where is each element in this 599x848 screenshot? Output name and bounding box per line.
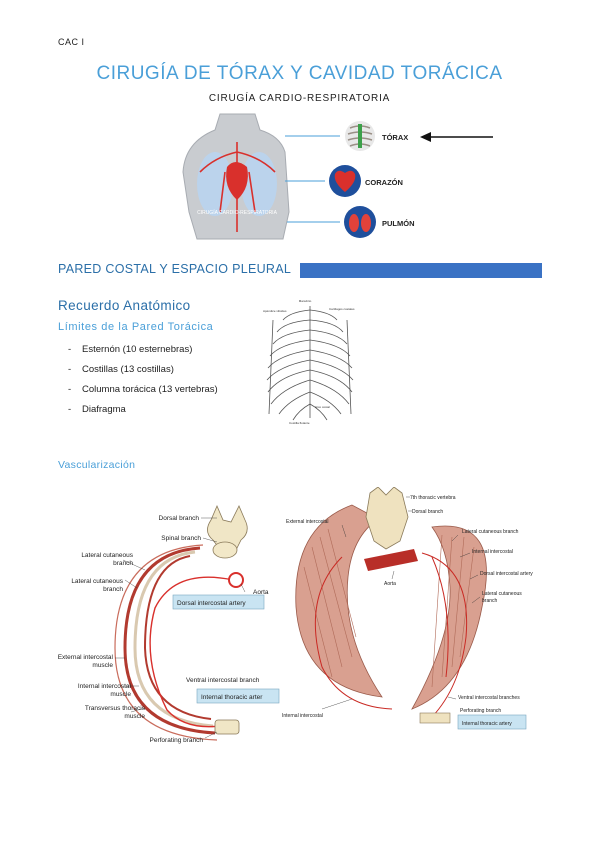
- label-internal-ic-a: Internal intercostal: [78, 683, 132, 690]
- header-code: CAC I: [58, 37, 85, 47]
- label-internal-thoracic-left: Internal thoracic arter: [201, 694, 263, 701]
- ribcage-label-floating-rib: Costilla flotante: [289, 421, 310, 425]
- heart-icon: [329, 165, 361, 197]
- label-spinal-branch: Spinal branch: [161, 535, 201, 542]
- label-aorta-right: Aorta: [384, 581, 396, 587]
- rib-cage-icon: [345, 121, 375, 151]
- limites-subheading: Límites de la Pared Torácica: [58, 321, 214, 333]
- label-dorsal-branch: Dorsal branch: [159, 515, 200, 522]
- label-ventral-branches: Ventral intercostal branches: [458, 695, 520, 701]
- organ-label-torax: TÓRAX: [382, 133, 408, 142]
- label-lateral-cutaneous-right-2a: Lateral cutaneous: [482, 591, 522, 597]
- label-external-ic-right: External intercostal: [286, 519, 329, 525]
- label-perforating-left: Perforating branch: [150, 737, 204, 744]
- section-title: PARED COSTAL Y ESPACIO PLEURAL: [58, 262, 292, 276]
- recuerdo-heading: Recuerdo Anatómico: [58, 298, 191, 313]
- label-ventral-ic-branch: Ventral intercostal branch: [186, 677, 260, 684]
- torso-illustration: CIRUGÍA CARDIO-RESPIRATORIA: [182, 113, 290, 240]
- label-internal-thoracic-right: Internal thoracic artery: [462, 721, 512, 727]
- internal-thoracic-box: [196, 688, 280, 704]
- vascularization-diagram-right: 7th thoracic vertebra Dorsal branch Exte…: [282, 487, 533, 730]
- label-lateral-cutaneous-right: Lateral cutaneous branch: [462, 529, 519, 535]
- hero-illustration: CIRUGÍA CARDIO-RESPIRATORIA TÓRAX CORAZÓ…: [182, 113, 493, 240]
- label-perforating-right: Perforating branch: [460, 708, 501, 714]
- organ-label-pulmon: PULMÓN: [382, 219, 415, 228]
- label-dorsal-branch-right: Dorsal branch: [412, 509, 443, 515]
- label-lateral-cutaneous-right-2b: branch: [482, 598, 498, 604]
- label-aorta-left: Aorta: [253, 589, 269, 596]
- dorsal-ic-artery-box: [172, 594, 265, 610]
- vascularization-diagram-left: Dorsal branch Spinal branch Lateral cuta…: [58, 504, 280, 744]
- label-dorsal-ic-artery: Dorsal intercostal artery: [177, 600, 246, 607]
- label-external-ic-b: muscle: [92, 662, 113, 669]
- label-lateral-cutaneous-2b: branch: [103, 586, 123, 593]
- arrow-icon: [420, 132, 493, 142]
- label-internal-ic-b: muscle: [110, 691, 131, 698]
- label-vertebra: 7th thoracic vertebra: [410, 495, 456, 501]
- vascularizacion-heading: Vascularización: [58, 459, 136, 471]
- label-internal-ic-top: Internal intercostal: [472, 549, 513, 555]
- internal-thoracic-box-right: [457, 714, 527, 730]
- label-lateral-cutaneous-2a: Lateral cutaneous: [71, 578, 123, 585]
- torso-label: CIRUGÍA CARDIO-RESPIRATORIA: [197, 209, 277, 216]
- ribcage-label-xiphoid: Apéndice xifoides: [263, 309, 287, 313]
- section-bar: [300, 263, 542, 278]
- label-internal-ic-bottom: Internal intercostal: [282, 713, 323, 719]
- label-external-ic-a: External intercostal: [58, 654, 114, 661]
- page-subtitle: CIRUGÍA CARDIO-RESPIRATORIA: [208, 93, 391, 104]
- section-header: PARED COSTAL Y ESPACIO PLEURAL: [58, 262, 542, 278]
- label-transversus-a: Transversus thoracis: [85, 705, 146, 712]
- ribcage-label-manubrium: Manubrio: [299, 299, 312, 303]
- lungs-icon: [344, 206, 376, 238]
- page-title: CIRUGÍA DE TÓRAX Y CAVIDAD TORÁCICA: [96, 63, 503, 84]
- ribcage-label-cartilage: Cartílagos costales: [329, 307, 355, 311]
- ribcage-label-costal-arch: Arco costal: [315, 405, 330, 409]
- label-lateral-cutaneous-1a: Lateral cutaneous: [81, 552, 133, 559]
- vertebra-shape: [207, 504, 248, 559]
- organ-label-corazon: CORAZÓN: [365, 178, 403, 187]
- ribcage-diagram: Manubrio Cartílagos costales Apéndice xi…: [263, 299, 355, 425]
- label-lateral-cutaneous-1b: branch: [113, 560, 133, 567]
- label-dorsal-ic-artery-right: Dorsal intercostal artery: [480, 571, 533, 577]
- label-transversus-b: muscle: [124, 713, 145, 720]
